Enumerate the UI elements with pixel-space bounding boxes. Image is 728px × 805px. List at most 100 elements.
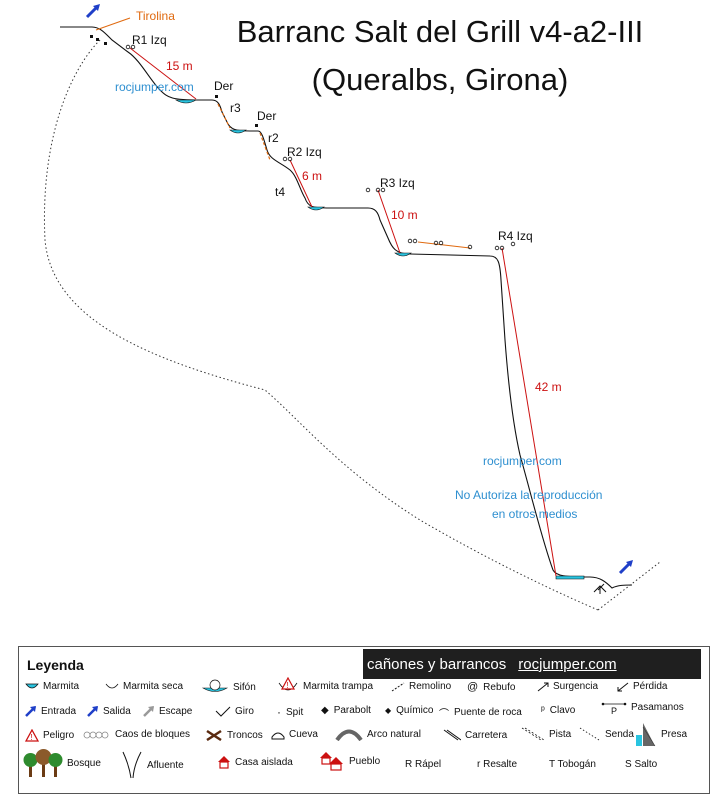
- handline: [417, 241, 471, 249]
- turn-icon: [593, 583, 607, 594]
- legend-salto: S Salto: [625, 759, 658, 770]
- legend-arco-natural: Arco natural: [335, 727, 421, 741]
- troncos-icon: [206, 729, 222, 741]
- legend-puente-roca: ⌒ Puente de roca: [439, 707, 522, 720]
- pool-3: [307, 206, 325, 211]
- pool-1: [174, 99, 198, 104]
- pueblo-icon: [320, 752, 343, 771]
- legend-panel: Leyenda cañones y barrancos rocjumper.co…: [18, 646, 710, 794]
- warning-trap-icon: !: [278, 677, 298, 691]
- anchor: [438, 240, 444, 246]
- senda-icon: [579, 727, 600, 741]
- pool-2: [229, 129, 247, 134]
- return-path: [597, 561, 661, 611]
- escape-arrow-icon: [143, 706, 154, 717]
- bolt: [255, 124, 258, 127]
- anchor: [407, 238, 413, 244]
- anchor: [375, 187, 381, 193]
- rope-R3: [377, 189, 401, 254]
- label-der-2: Der: [257, 109, 276, 123]
- pasamanos-icon: P: [601, 702, 627, 715]
- anchor: [287, 156, 293, 162]
- rope-R2: [289, 159, 313, 208]
- canyon-location: (Queralbs, Girona): [311, 62, 569, 97]
- legend-marmita-seca: Marmita seca: [105, 681, 183, 692]
- bolt: [96, 38, 99, 41]
- legend-peligro: ! Peligro: [25, 729, 74, 742]
- pista-icon: [521, 727, 545, 741]
- anchor: [380, 187, 386, 193]
- legend-perdida: Pérdida: [617, 681, 667, 692]
- arco-natural-icon: [335, 729, 363, 741]
- clavo-icon: ᵖ: [541, 705, 545, 716]
- legend-parabolt: ◆ Parabolt: [321, 705, 371, 716]
- puente-roca-icon: ⌒: [439, 709, 449, 720]
- pools: [174, 99, 585, 580]
- parabolt-icon: ◆: [321, 705, 329, 716]
- legend-bosque: Bosque: [23, 747, 101, 779]
- brand-name: cañones y barrancos: [367, 655, 507, 673]
- legend-pista: Pista: [521, 727, 571, 741]
- watermark-notice-2: en otros medios: [492, 507, 578, 521]
- pool-5: [555, 575, 585, 580]
- svg-text:P: P: [611, 706, 617, 715]
- watermark-site-2: rocjumper.com: [483, 454, 562, 468]
- marmita-seca-icon: [105, 683, 119, 688]
- resalte-r3: [217, 103, 231, 129]
- bolt: [215, 95, 218, 98]
- anchor: [412, 238, 418, 244]
- label-R4: R4 Izq: [498, 229, 533, 243]
- legend-title: Leyenda: [27, 657, 84, 673]
- bosque-icon: [23, 749, 63, 777]
- legend-entrada: Entrada: [25, 705, 76, 717]
- legend-presa: Presa: [635, 721, 687, 747]
- label-tirolina: Tirolina: [136, 9, 175, 23]
- legend-pueblo: Pueblo: [319, 751, 380, 771]
- label-R3-length: 10 m: [391, 208, 418, 222]
- legend-sifon: Sifón: [201, 679, 256, 695]
- surgencia-icon: [537, 682, 549, 691]
- afluente-icon: [122, 751, 142, 779]
- zipline-line: [95, 17, 131, 31]
- rope-R4: [501, 247, 557, 577]
- marmita-icon: [25, 683, 39, 688]
- label-tobogan-t4: t4: [275, 185, 285, 199]
- legend-casa-aislada: Casa aislada: [217, 755, 293, 769]
- anchor: [282, 156, 288, 162]
- remolino-icon: [391, 682, 405, 691]
- anchor: [130, 44, 136, 50]
- label-R2: R2 Izq: [287, 145, 322, 159]
- anchor: [494, 245, 500, 251]
- legend-marmita-trampa: ! Marmita trampa: [277, 677, 373, 695]
- perdida-icon: [617, 682, 629, 691]
- entrada-arrow-icon: [25, 706, 36, 717]
- svg-text:!: !: [31, 733, 33, 742]
- rappel-ropes: [129, 47, 557, 577]
- terrain-profile: [60, 26, 633, 589]
- rope-r1: [129, 47, 197, 100]
- anchors: [125, 44, 516, 251]
- label-r1: R1 Izq: [132, 33, 167, 47]
- bolt: [104, 42, 107, 45]
- rebufo-icon: @: [467, 681, 479, 693]
- legend-quimico: ◆ Químico: [385, 705, 434, 716]
- quimico-icon: ◆: [385, 706, 392, 715]
- legend-caos-bloques: Caos de bloques: [83, 729, 190, 740]
- legend-spit: · Spit: [277, 705, 304, 719]
- anchor: [510, 241, 516, 247]
- label-der-1: Der: [214, 79, 233, 93]
- legend-surgencia: Surgencia: [537, 681, 598, 692]
- label-R3: R3 Izq: [380, 176, 415, 190]
- legend-tobogan: T Tobogán: [549, 759, 596, 770]
- salida-arrow-icon: [87, 706, 98, 717]
- pool-4: [394, 252, 412, 257]
- giro-icon: [215, 706, 231, 717]
- legend-marmita: Marmita: [25, 681, 79, 692]
- anchor: [365, 187, 371, 193]
- legend-remolino: Remolino: [391, 681, 451, 692]
- caos-bloques-icon: [83, 731, 109, 738]
- exit-arrow-icon: [618, 560, 633, 575]
- label-R2-length: 6 m: [302, 169, 322, 183]
- approach-path: [43, 39, 599, 611]
- anchor: [125, 44, 131, 50]
